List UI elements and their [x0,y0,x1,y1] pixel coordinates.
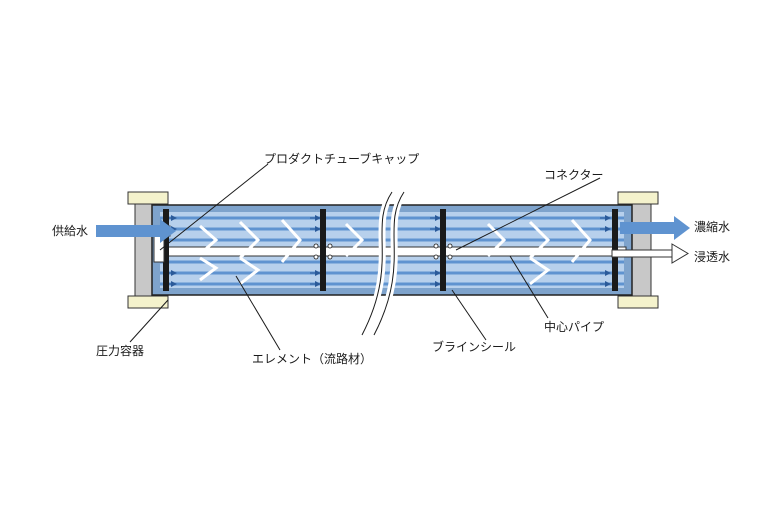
left-top-flange [127,191,169,205]
label-center-pipe: 中心パイプ [544,320,605,334]
break-mark-right-outline [373,191,405,336]
right-bottom-flange [617,295,659,309]
break-mark-left-outline [361,191,393,336]
right-top-flange [617,191,659,205]
label-concentrate: 濃縮水 [694,220,731,234]
label-feed-water: 供給水 [52,224,89,238]
leader-lines [129,163,601,351]
label-product-tube-cap: プロダクトチューブキャップ [264,152,420,166]
label-brine-seal: ブラインシール [432,340,517,354]
flow-chevrons [199,218,592,286]
feed-water-arrow [96,219,176,243]
concentrate-arrow [620,216,690,240]
label-permeate: 浸透水 [694,250,731,264]
label-pressure-vessel: 圧力容器 [96,344,145,358]
label-element: エレメント（流路材） [252,352,373,366]
permeate-arrow [611,243,689,264]
label-connector: コネクター [544,168,604,182]
connector-dots [313,243,453,260]
